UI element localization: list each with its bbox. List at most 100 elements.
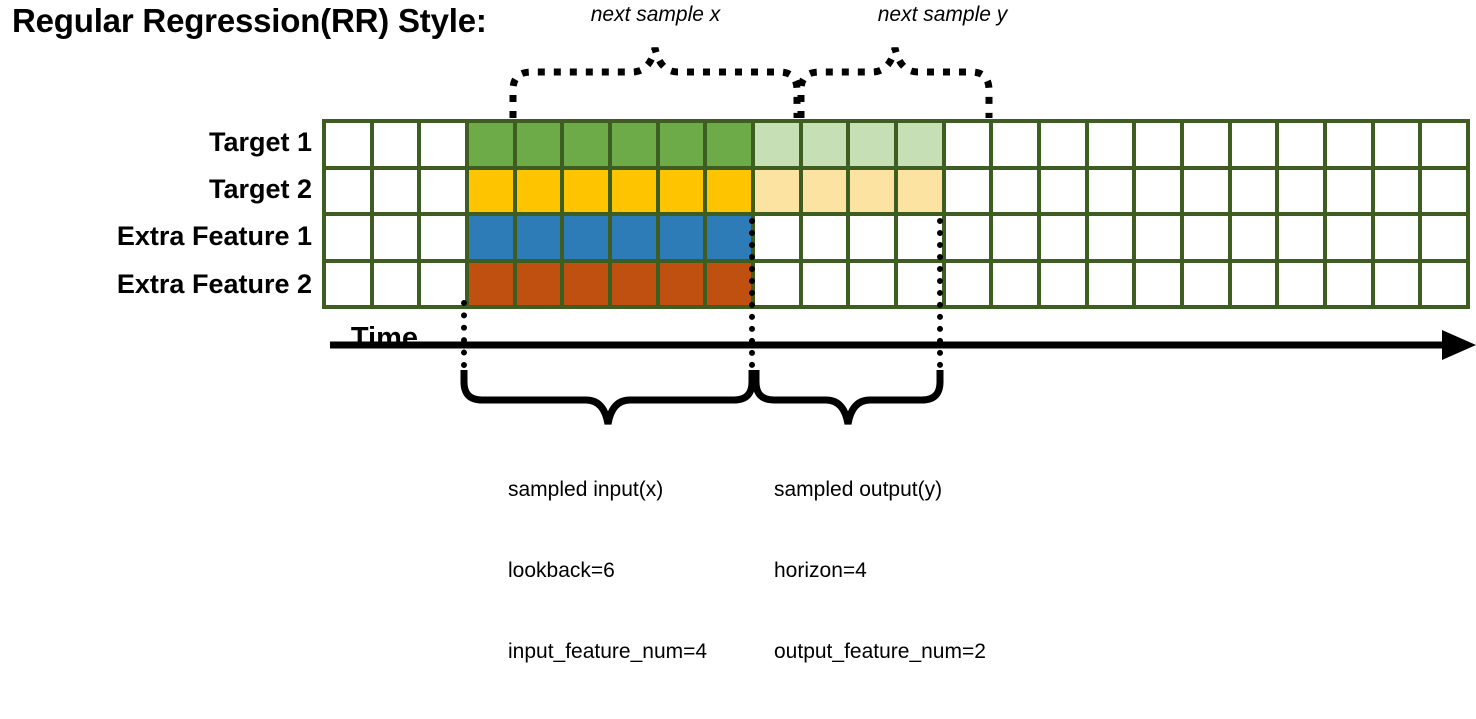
grid-cell-r0-c16 bbox=[1088, 123, 1133, 166]
grid-cell-r1-c23 bbox=[1422, 169, 1466, 212]
grid-cell-r0-c12 bbox=[898, 123, 942, 166]
sampled-output-featnum: output_feature_num=2 bbox=[774, 640, 986, 663]
grid-cell-r2-c19 bbox=[1231, 216, 1276, 259]
grid-cell-r1-c13 bbox=[945, 169, 990, 212]
grid-cell-r3-c6 bbox=[612, 262, 656, 305]
grid-cell-r2-c13 bbox=[945, 216, 990, 259]
grid-cell-r1-c0 bbox=[326, 169, 370, 212]
grid-cell-r3-c23 bbox=[1422, 262, 1466, 305]
grid-cell-r2-c2 bbox=[421, 216, 465, 259]
grid-cell-r3-c7 bbox=[659, 262, 704, 305]
diagram-canvas: Regular Regression(RR) Style: next sampl… bbox=[12, 2, 1476, 663]
grid-cell-r3-c9 bbox=[755, 262, 799, 305]
grid-cell-r3-c1 bbox=[373, 262, 418, 305]
grid-cell-r1-c17 bbox=[1136, 169, 1180, 212]
grid-cell-r3-c19 bbox=[1231, 262, 1276, 305]
grid-cell-r1-c8 bbox=[707, 169, 751, 212]
sampled-input-title: sampled input(x) bbox=[508, 478, 664, 501]
grid-cell-r3-c2 bbox=[421, 262, 465, 305]
grid-cell-r3-c21 bbox=[1327, 262, 1371, 305]
grid-cell-r1-c12 bbox=[898, 169, 942, 212]
time-axis-label: Time bbox=[350, 322, 418, 354]
grid-cell-r2-c3 bbox=[469, 216, 513, 259]
sampled-output-horizon: horizon=4 bbox=[774, 559, 867, 582]
grid-cell-r0-c22 bbox=[1374, 123, 1419, 166]
grid-cell-r3-c4 bbox=[516, 262, 561, 305]
grid-cell-r1-c1 bbox=[373, 169, 418, 212]
grid-cell-r2-c20 bbox=[1279, 216, 1323, 259]
arrow-right-icon bbox=[330, 330, 1476, 360]
grid-cell-r2-c22 bbox=[1374, 216, 1419, 259]
grid-cell-r0-c8 bbox=[707, 123, 751, 166]
grid-cell-r1-c15 bbox=[1041, 169, 1085, 212]
grid-cell-r0-c18 bbox=[1184, 123, 1228, 166]
sampled-input-featnum: input_feature_num=4 bbox=[508, 640, 708, 663]
grid-cell-r1-c3 bbox=[469, 169, 513, 212]
grid-cell-r2-c6 bbox=[612, 216, 656, 259]
grid-cell-r2-c1 bbox=[373, 216, 418, 259]
grid-cell-r0-c15 bbox=[1041, 123, 1085, 166]
row-label-extra-feature-3: Extra Feature 2 bbox=[116, 269, 312, 299]
grid-cell-r3-c17 bbox=[1136, 262, 1180, 305]
grid-cell-r3-c3 bbox=[469, 262, 513, 305]
grid-cell-r0-c5 bbox=[564, 123, 608, 166]
next-sample-y-label: next sample y bbox=[877, 3, 1008, 26]
grid-cell-r2-c7 bbox=[659, 216, 704, 259]
grid-cell-r0-c9 bbox=[755, 123, 799, 166]
grid-cell-r2-c23 bbox=[1422, 216, 1466, 259]
grid-cell-r3-c18 bbox=[1184, 262, 1228, 305]
grid-cell-r0-c14 bbox=[993, 123, 1037, 166]
grid-cell-r0-c7 bbox=[659, 123, 704, 166]
timeline-grid bbox=[322, 119, 1470, 309]
guide-line-input-end bbox=[749, 218, 755, 368]
grid-cell-r0-c0 bbox=[326, 123, 370, 166]
grid-cell-r0-c2 bbox=[421, 123, 465, 166]
grid-cell-r1-c9 bbox=[755, 169, 799, 212]
row-label-extra-feature-1: Extra Feature 1 bbox=[116, 221, 312, 251]
grid-cell-r0-c11 bbox=[850, 123, 894, 166]
sampled-output-note: sampled output(y) horizon=4 output_featu… bbox=[774, 422, 986, 719]
grid-cell-r1-c2 bbox=[421, 169, 465, 212]
sampled-input-note: sampled input(x) lookback=6 input_featur… bbox=[508, 422, 707, 719]
grid-cell-r2-c10 bbox=[802, 216, 847, 259]
grid-cell-r1-c18 bbox=[1184, 169, 1228, 212]
grid-cell-r0-c19 bbox=[1231, 123, 1276, 166]
grid-cell-r1-c6 bbox=[612, 169, 656, 212]
grid-cell-r1-c14 bbox=[993, 169, 1037, 212]
grid-cell-r3-c0 bbox=[326, 262, 370, 305]
grid-cell-r1-c11 bbox=[850, 169, 894, 212]
grid-cell-r2-c9 bbox=[755, 216, 799, 259]
row-label-target-1: Target 1 bbox=[208, 127, 312, 157]
grid-cell-r3-c14 bbox=[993, 262, 1037, 305]
grid-cell-r1-c21 bbox=[1327, 169, 1371, 212]
grid-cell-r2-c16 bbox=[1088, 216, 1133, 259]
grid-cell-r0-c17 bbox=[1136, 123, 1180, 166]
grid-cell-r0-c3 bbox=[469, 123, 513, 166]
grid-cell-r0-c1 bbox=[373, 123, 418, 166]
grid-cell-r3-c8 bbox=[707, 262, 751, 305]
guide-line-input-start bbox=[461, 300, 467, 368]
grid-cell-r0-c4 bbox=[516, 123, 561, 166]
grid-cell-r3-c22 bbox=[1374, 262, 1419, 305]
grid-cell-r0-c20 bbox=[1279, 123, 1323, 166]
grid-cell-r3-c5 bbox=[564, 262, 608, 305]
grid-cell-r3-c12 bbox=[898, 262, 942, 305]
grid-cell-r0-c10 bbox=[802, 123, 847, 166]
grid-cell-r2-c11 bbox=[850, 216, 894, 259]
grid-cell-r1-c22 bbox=[1374, 169, 1419, 212]
grid-cell-r1-c4 bbox=[516, 169, 561, 212]
next-sample-x-label: next sample x bbox=[590, 3, 721, 26]
row-label-target-2: Target 2 bbox=[208, 174, 312, 204]
grid-cell-r2-c18 bbox=[1184, 216, 1228, 259]
grid-cell-r1-c5 bbox=[564, 169, 608, 212]
grid-cell-r2-c12 bbox=[898, 216, 942, 259]
grid-cell-r0-c13 bbox=[945, 123, 990, 166]
grid-cell-r3-c13 bbox=[945, 262, 990, 305]
grid-cell-r2-c8 bbox=[707, 216, 751, 259]
grid-cell-r3-c11 bbox=[850, 262, 894, 305]
grid-cell-r0-c23 bbox=[1422, 123, 1466, 166]
grid-cell-r3-c15 bbox=[1041, 262, 1085, 305]
grid-cell-r1-c10 bbox=[802, 169, 847, 212]
guide-line-output-end bbox=[937, 218, 943, 368]
grid-cell-r2-c4 bbox=[516, 216, 561, 259]
